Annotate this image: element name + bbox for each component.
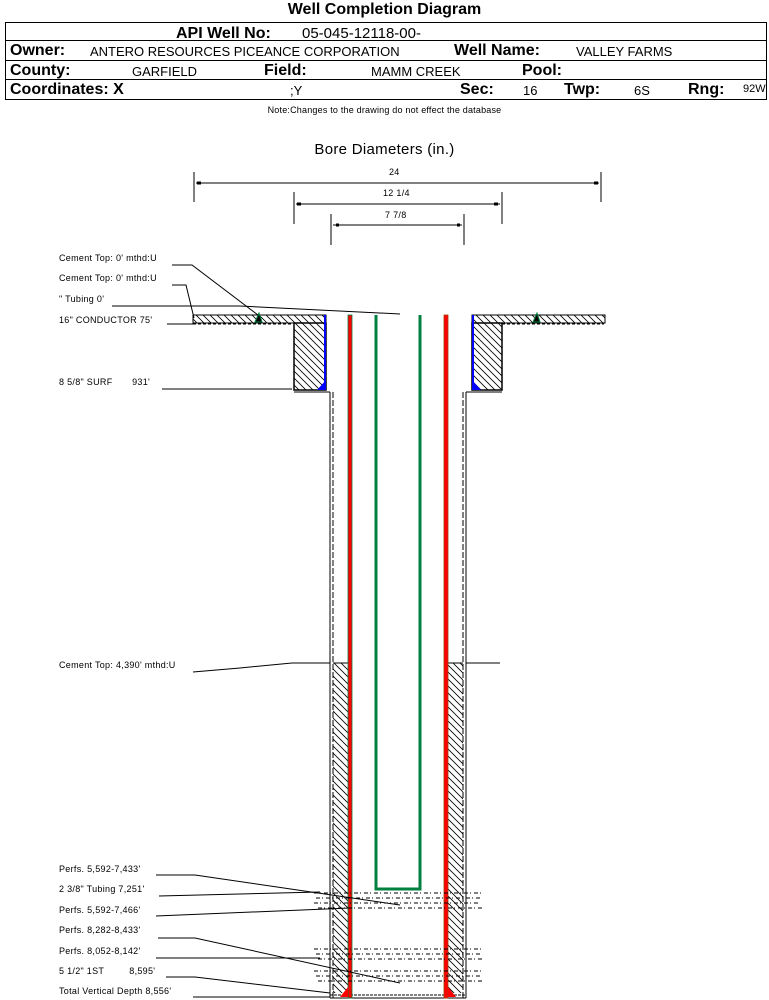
database-note: Note:Changes to the drawing do not effec… [267,105,502,115]
sec-value: 16 [523,83,538,98]
field-label: Field: [264,62,307,79]
well-name-label: Well Name: [454,42,540,59]
label-perfs-2: Perfs. 5,592-7,466' [59,905,141,915]
well-name-value: VALLEY FARMS [576,44,673,59]
label-surface-casing: 8 5/8" SURF 931' [59,377,151,387]
bore-dim-24 [193,172,602,202]
page-title: Well Completion Diagram [287,1,482,18]
label-tubing-depth: 2 3/8" Tubing 7,251' [59,884,145,894]
label-production-casing: 5 1/2" 1ST 8,595' [59,966,156,976]
twp-label: Twp: [564,81,601,98]
api-label: API Well No: [176,25,271,42]
twp-value: 6S [634,83,650,98]
bore-dim-7-7-8 [330,214,465,245]
production-casing [340,314,456,999]
surface-casing [293,315,503,393]
rng-value: 92W [743,83,766,95]
sec-label: Sec: [460,81,494,98]
county-label: County: [10,62,71,79]
bore-diameter-24: 24 [389,167,400,177]
label-cement-top-prod: Cement Top: 4,390' mthd:U [59,660,176,670]
owner-row: Owner: ANTERO RESOURCES PICEANCE CORPORA… [6,40,766,60]
field-value: MAMM CREEK [371,64,461,79]
county-value: GARFIELD [132,64,198,79]
label-tubing-0: " Tubing 0' [59,294,105,304]
owner-value: ANTERO RESOURCES PICEANCE CORPORATION [90,44,400,59]
leader-lines [112,264,500,998]
bore-diameter-12-1-4: 12 1/4 [383,188,410,198]
county-row: County: GARFIELD Field: MAMM CREEK Pool: [6,60,766,80]
coords-row: Coordinates: X ;Y Sec: 16 Twp: 6S Rng: 9… [6,79,766,99]
well-header-table: API Well No: 05-045-12118-00- Owner: ANT… [5,22,767,100]
bore-dim-12-1-4 [293,192,503,224]
bore-diameters-title: Bore Diameters (in.) [314,141,455,158]
tubing [374,315,422,891]
label-cement-top-1: Cement Top: 0' mthd:U [59,253,157,263]
label-total-depth: Total Vertical Depth 8,556' [59,986,172,996]
owner-label: Owner: [10,42,66,59]
bore-diameter-7-7-8: 7 7/8 [385,210,407,220]
label-perfs-1: Perfs. 5,592-7,433' [59,864,141,874]
api-value: 05-045-12118-00- [302,25,421,42]
label-conductor: 16" CONDUCTOR 75' [59,315,153,325]
label-perfs-4: Perfs. 8,052-8,142' [59,946,141,956]
coords-y: ;Y [290,83,303,98]
conductor-casing [192,311,606,325]
label-cement-top-2: Cement Top: 0' mthd:U [59,273,157,283]
production-cement [333,662,463,993]
rng-label: Rng: [688,81,725,98]
label-perfs-3: Perfs. 8,282-8,433' [59,925,141,935]
api-row: API Well No: 05-045-12118-00- [6,23,766,42]
pool-label: Pool: [522,62,562,79]
perforations [314,892,482,982]
coords-label: Coordinates: X [10,81,124,98]
